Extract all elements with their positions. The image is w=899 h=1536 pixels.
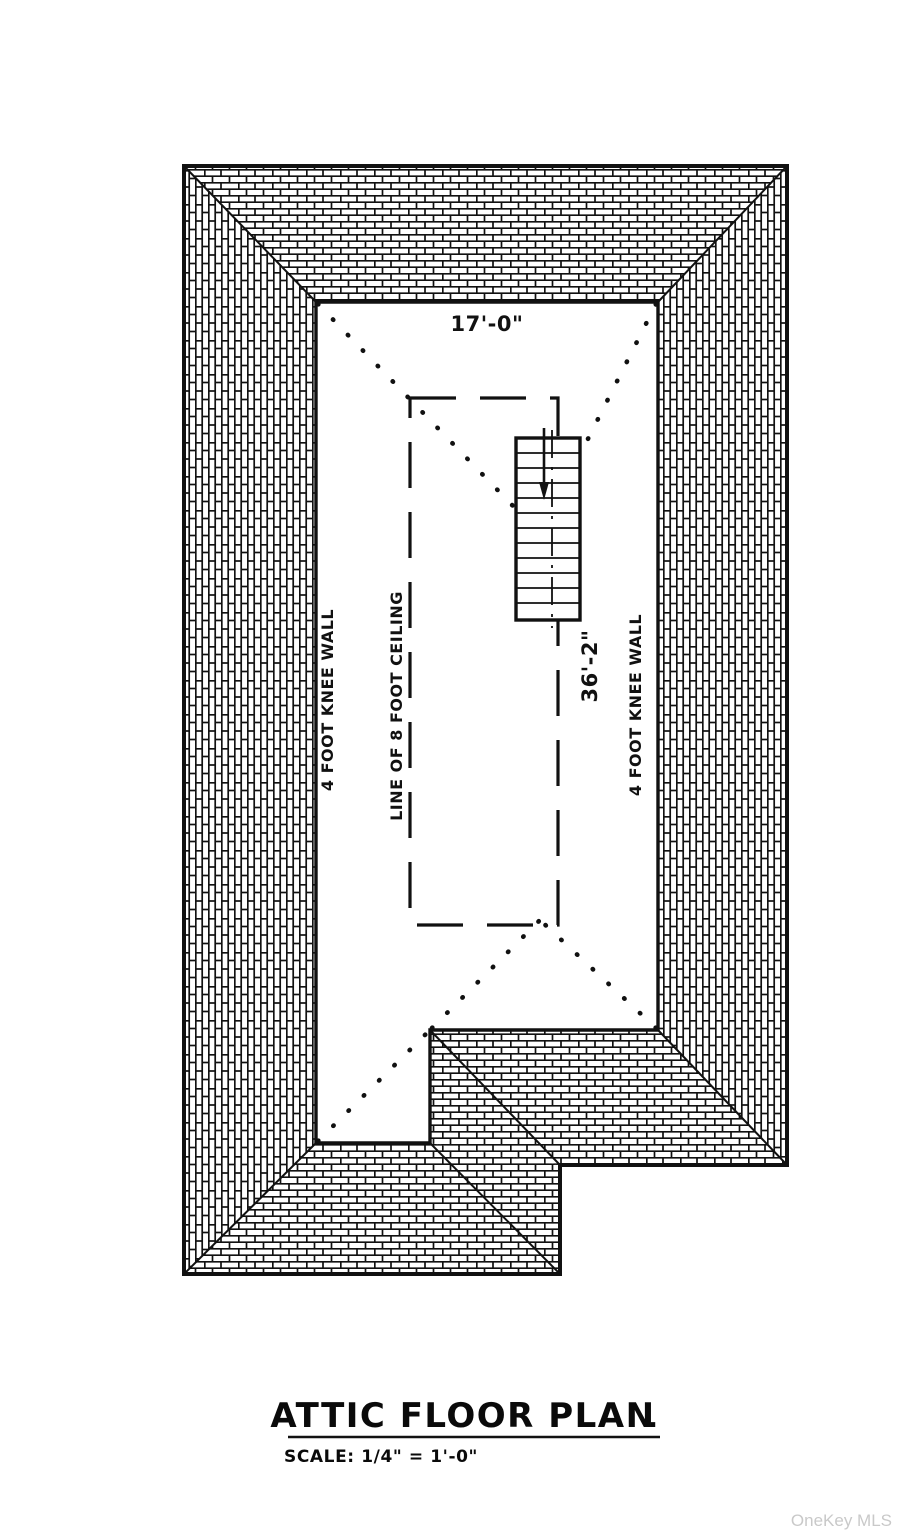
label-ceiling-line: LINE OF 8 FOOT CEILING [387, 591, 406, 821]
roof-hip-lines [183, 165, 788, 1275]
label-knee-wall-right: 4 FOOT KNEE WALL [626, 614, 645, 796]
onekey-mls-watermark: OneKey MLS [791, 1511, 892, 1530]
stair-outline [514, 436, 582, 622]
stair-direction-arrow [539, 428, 549, 500]
plan-title-suffix: . [648, 1404, 658, 1434]
label-knee-wall-left: 4 FOOT KNEE WALL [318, 609, 337, 791]
plan-title: ATTIC FLOOR PLAN [270, 1396, 655, 1436]
title-block: ATTIC FLOOR PLAN . SCALE: 1/4" = 1'-0" [270, 1396, 660, 1467]
stair-treads [516, 452, 580, 604]
inner-room-outline [314, 300, 660, 1145]
plan-scale-note: SCALE: 1/4" = 1'-0" [284, 1447, 478, 1467]
dimension-top-width: 17'-0" [451, 312, 524, 336]
eight-foot-ceiling-line-rect [408, 396, 560, 927]
stair-assembly [514, 428, 582, 628]
dimension-right-height: 36'-2" [578, 630, 602, 703]
